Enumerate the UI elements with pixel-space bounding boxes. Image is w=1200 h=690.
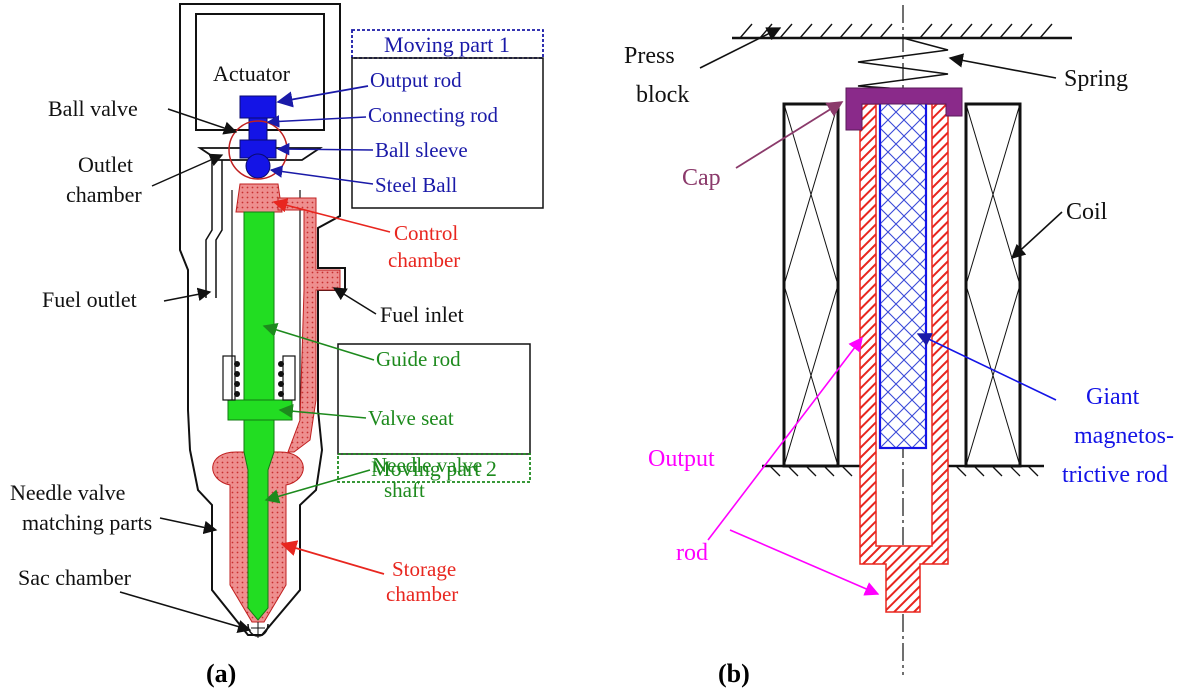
outlet-chamber-label-1: Outlet	[78, 152, 133, 177]
control-chamber-label-2: chamber	[388, 248, 460, 272]
fuel-outlet-label: Fuel outlet	[42, 287, 137, 312]
control-chamber-part	[235, 183, 283, 213]
inner-bore	[231, 190, 301, 420]
valve-seat-label: Valve seat	[368, 406, 454, 430]
panel-b-caption: (b)	[718, 659, 750, 688]
matching-parts-label-2: matching parts	[22, 510, 152, 535]
coil-arrow	[1010, 211, 1063, 259]
output-rod-label: Output rod	[370, 68, 462, 92]
cap-part	[845, 87, 963, 131]
steel-ball-arrow	[269, 165, 374, 185]
actuator-label: Actuator	[213, 61, 291, 86]
gmr-label-3: trictive rod	[1062, 462, 1168, 488]
output-rod-part	[239, 95, 277, 119]
base-plate	[762, 464, 1044, 477]
moving-part-1-box	[351, 57, 544, 209]
steel-ball-label: Steel Ball	[375, 173, 457, 197]
valve-seat-arrow	[278, 404, 367, 419]
output-rod-arrow-b-2	[729, 529, 880, 596]
outlet-chamber-label-2: chamber	[66, 182, 142, 207]
panel-a: Actuator Moving part 1	[10, 3, 544, 688]
moving-part-1-title-box	[351, 29, 544, 59]
fuel-outlet-channel	[205, 160, 223, 298]
ball-sleeve-arrow	[276, 142, 374, 156]
connecting-rod-arrow	[266, 115, 367, 128]
press-block-label-2: block	[636, 82, 689, 108]
ball-sleeve-label: Ball sleeve	[375, 138, 468, 162]
coil-left	[782, 102, 840, 468]
moving-part-1-title: Moving part 1	[384, 32, 510, 57]
press-block-label-1: Press	[624, 43, 675, 69]
control-chamber-label-1: Control	[394, 221, 458, 245]
coil-right	[964, 102, 1022, 468]
press-block	[732, 23, 1072, 40]
needle-shaft-label-2: shaft	[384, 478, 425, 502]
gmr-part	[878, 100, 928, 450]
outlet-chamber-arrow	[151, 153, 224, 187]
ball-valve-label: Ball valve	[48, 96, 138, 121]
output-rod-label-b-1: Output	[648, 446, 715, 472]
guide-rod-arrow	[262, 322, 375, 361]
output-rod-arrow	[276, 85, 369, 108]
injector-body	[179, 3, 346, 636]
output-rod-label-b-2: rod	[676, 540, 708, 566]
gmr-label-1: Giant	[1086, 384, 1140, 410]
spring-arrow	[948, 53, 1057, 79]
storage-chamber-arrow	[280, 540, 385, 575]
press-block-arrow	[699, 27, 782, 69]
spring-coils	[222, 355, 296, 401]
gmr-label-2: magnetos-	[1074, 423, 1174, 449]
moving-part-2-title-box	[337, 453, 531, 483]
storage-chamber-label-2: chamber	[386, 582, 458, 606]
matching-parts-label-1: Needle valve	[10, 480, 125, 505]
moving-part-2-title: Moving part 2	[371, 456, 497, 481]
needle-shaft-arrow	[264, 469, 371, 504]
fuel-inlet-channel	[277, 197, 341, 453]
ball-valve-arrow	[167, 108, 238, 135]
steel-ball-part	[245, 153, 271, 179]
sac-chamber-arrow	[119, 591, 252, 634]
spring-label: Spring	[1064, 66, 1128, 92]
coil-label: Coil	[1066, 199, 1108, 225]
fuel-outlet-arrow	[163, 287, 212, 302]
fuel-inlet-label: Fuel inlet	[380, 302, 464, 327]
guide-rod-label: Guide rod	[376, 347, 461, 371]
panel-a-caption: (a)	[206, 659, 236, 688]
cap-arrow	[735, 101, 844, 169]
control-chamber-arrow	[272, 198, 391, 233]
fuel-inlet-arrow	[332, 287, 377, 315]
needle-shaft-label-1: Needle valve	[372, 453, 482, 477]
sac-chamber-label: Sac chamber	[18, 565, 132, 590]
connecting-rod-label: Connecting rod	[368, 103, 499, 127]
storage-chamber-label-1: Storage	[392, 557, 456, 581]
output-rod-arrow-b-1	[707, 336, 863, 541]
cap-label: Cap	[682, 165, 721, 191]
matching-parts-arrow	[159, 517, 218, 535]
gmr-arrow	[916, 333, 1057, 401]
panel-b: Press block Spring Cap Coil Giant magnet…	[624, 5, 1174, 688]
